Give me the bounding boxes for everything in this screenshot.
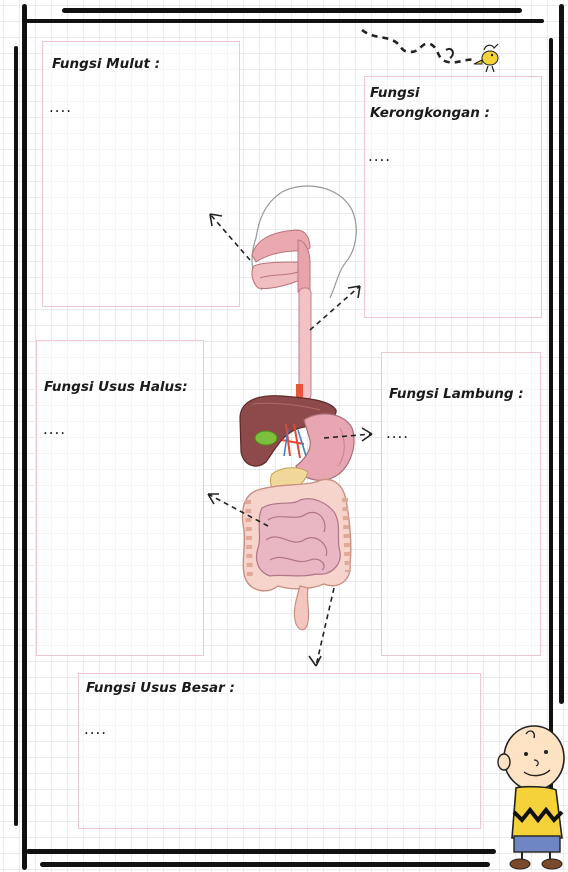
charlie-brown-character-icon [0,0,568,872]
